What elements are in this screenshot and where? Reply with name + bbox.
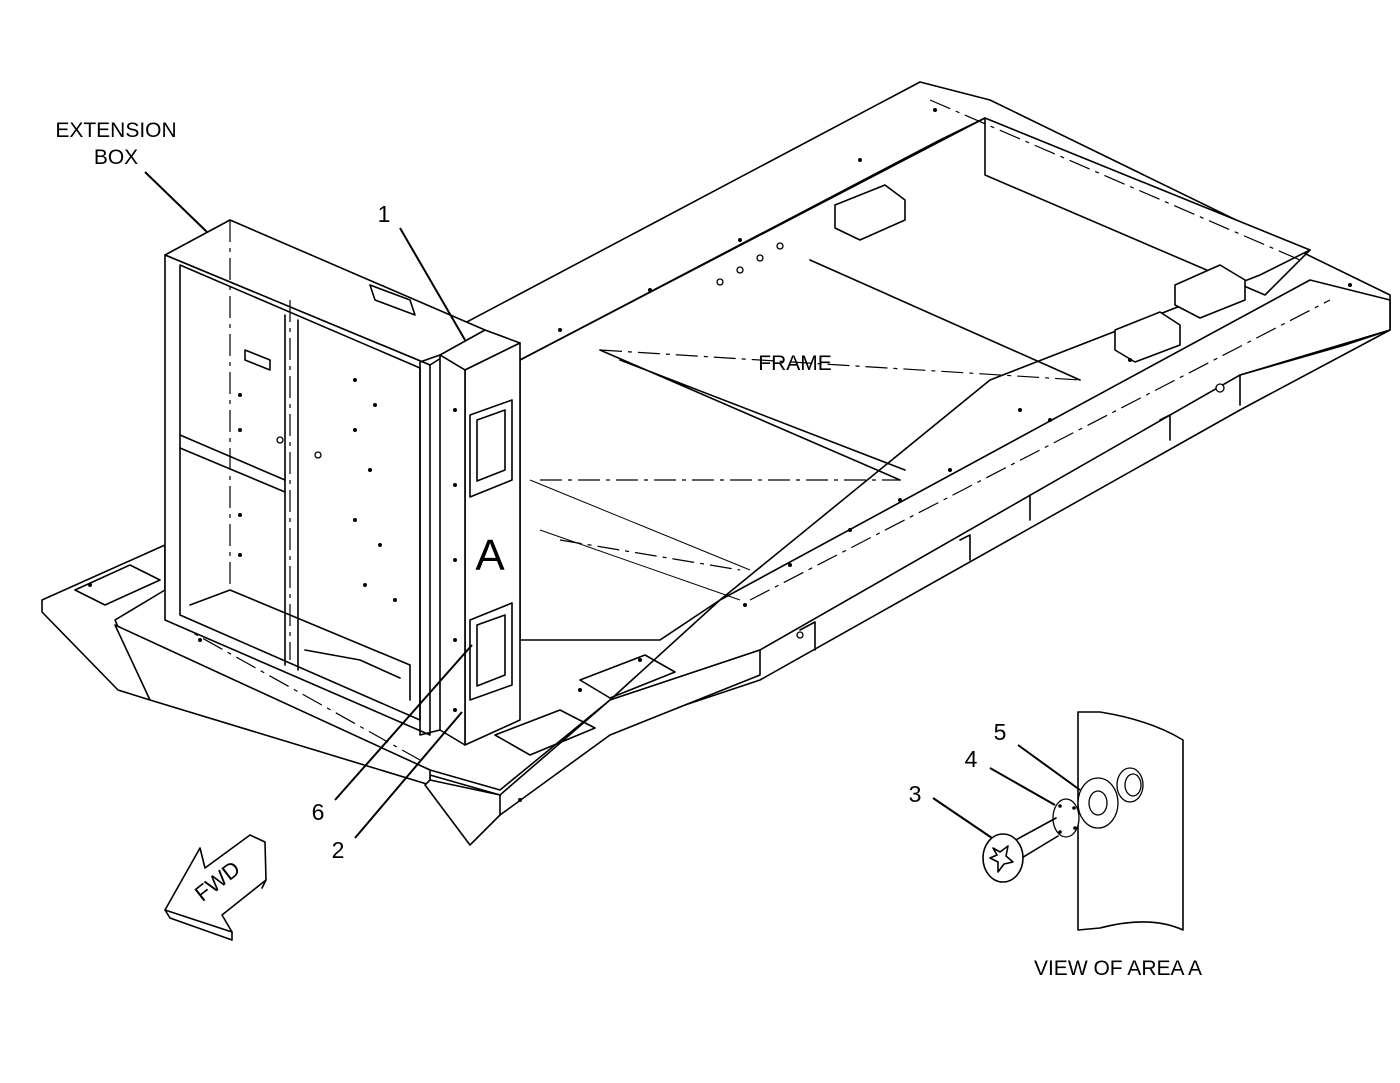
label-frame: FRAME [758, 352, 832, 375]
frame-bracket-2 [1174, 264, 1246, 319]
detail-bolt-head [982, 833, 1024, 883]
view-caption: VIEW OF AREA A [1034, 957, 1202, 980]
extension-box-bottom-tray [189, 589, 411, 701]
side-panel-window-upper [469, 399, 513, 498]
detail-panel [1077, 711, 1184, 931]
callout-4: 4 [965, 746, 978, 772]
frame-holes [88, 108, 1352, 802]
detail-washer-5-hole [1088, 790, 1108, 816]
label-extension-box-line1: EXTENSION [55, 119, 176, 142]
callout-2: 2 [332, 837, 345, 863]
frame-floor-pad-3 [494, 709, 596, 756]
frame-hidden-line-6 [749, 299, 1331, 601]
frame-bracket-1 [834, 184, 906, 241]
frame-cross-member-3 [529, 479, 751, 601]
frame-cross-member-1 [599, 349, 906, 481]
frame-side-lugs [799, 374, 1241, 651]
frame-hidden-line-5 [169, 619, 421, 761]
callout-1: 1 [378, 201, 391, 227]
fwd-arrow-depth [164, 879, 267, 941]
side-panel-edge [419, 354, 441, 736]
callout-5: 5 [994, 719, 1007, 745]
side-panel-window-lower [469, 602, 513, 701]
frame-hidden-line-3 [559, 539, 741, 571]
leader-1 [399, 227, 466, 341]
leader-6 [334, 644, 473, 801]
label-extension-box-line2: BOX [94, 146, 138, 169]
leader-2 [354, 711, 463, 839]
leader-5 [1017, 744, 1081, 791]
detail-boss-inner [1124, 773, 1142, 797]
extension-box-holes [238, 378, 397, 602]
fwd-arrow-shape [164, 834, 267, 933]
fwd-arrow: FWD [164, 834, 267, 941]
frame-cross-member-2 [809, 259, 1081, 381]
leader-extension-box [144, 171, 208, 233]
frame-floor-pad-1 [74, 564, 161, 606]
detail-bolt-slot [989, 845, 1014, 873]
extension-box [164, 219, 486, 736]
callout-6: 6 [312, 799, 325, 825]
frame-back-rail-edge [519, 117, 1311, 361]
extension-box-vertical-mullion [284, 314, 299, 671]
frame-bracket-3 [1114, 311, 1181, 363]
side-panel-side [439, 354, 466, 746]
labels: EXTENSION BOX FRAME 1 6 2 [55, 119, 831, 863]
extension-box-slot [244, 349, 271, 371]
area-marker-a: A [475, 531, 505, 580]
frame-floor-pad-4 [579, 654, 676, 699]
leader-4 [989, 767, 1056, 806]
callout-3: 3 [909, 781, 922, 807]
extension-box-top-slot [369, 284, 416, 316]
side-panel: A [419, 329, 521, 746]
frame-right-leg [424, 779, 501, 846]
frame-hidden-line-4 [929, 99, 1301, 261]
detail-view-area-a: 5 4 3 VIEW OF AREA A [909, 711, 1202, 980]
frame-hidden-line-1 [599, 349, 1081, 381]
extension-box-horizontal-rail [179, 434, 286, 493]
leader-3 [932, 797, 993, 839]
side-panel-holes [453, 408, 457, 712]
detail-flange-4 [1052, 798, 1080, 838]
